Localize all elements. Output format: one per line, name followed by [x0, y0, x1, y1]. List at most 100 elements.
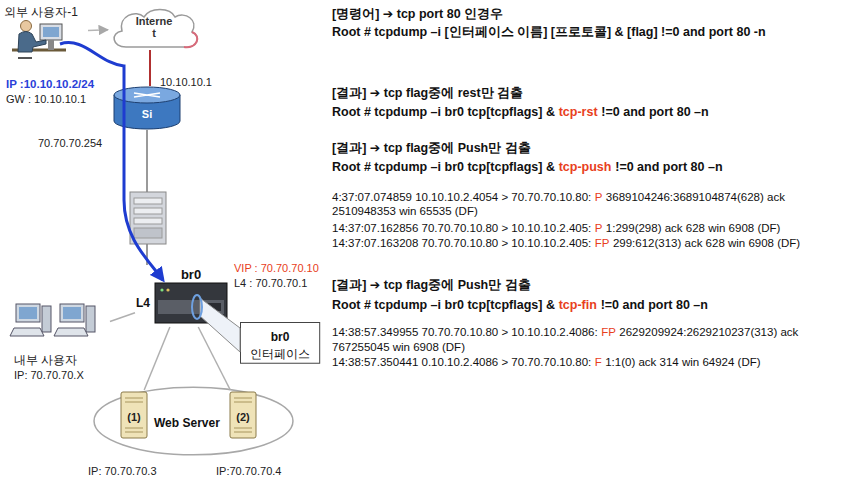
command-text: 1:299(298) ack 628 win 6908 (DF) [606, 222, 781, 234]
server-tower [121, 392, 147, 438]
flag-text: P [595, 191, 603, 203]
label-holder: VIP : 70.70.70.10 [234, 258, 319, 276]
command-text: 1:1(0) ack 314 win 64924 (DF) [605, 356, 760, 368]
web-server: (1) [118, 390, 150, 440]
node-text: Web Server [154, 417, 220, 430]
command-panel: [명령어] ➔ tcp port 80 인경우 Root # tcpdump –i… [332, 4, 844, 370]
network-link [149, 50, 151, 86]
user-figure [12, 21, 66, 59]
text-line: Root # tcpdump –i [인터페이스 이름] [프로토콜] & [f… [332, 24, 844, 40]
text-line: [결과] ➔ tcp flag중에 Push만 검출 [332, 140, 844, 156]
text-line: 4:37:07.074859 10.10.10.2.4054 > 70.70.7… [332, 190, 844, 220]
server-slots [234, 398, 252, 432]
text-holder: (1) [118, 407, 150, 425]
gateway-address: GW : 10.10.10.1 [6, 93, 86, 105]
text-holder: 외부 사용자-1 [4, 2, 88, 20]
network-link [110, 313, 135, 322]
text-holder: (2) [227, 407, 259, 425]
router-arrows [134, 93, 160, 97]
node-text: IP: 70.70.70.X [14, 369, 84, 381]
flag-text: tcp-rst [559, 105, 598, 119]
node-text: (2) [236, 411, 249, 423]
text-holder: Web Server [154, 413, 234, 431]
web-server: (2) [227, 390, 259, 440]
command-text: !=0 and port 80 –n [601, 105, 708, 119]
text-holder: IP: 70.70.70.X [14, 365, 110, 383]
command-text: 14:38:57.349955 70.70.70.10.80 > 10.10.1… [332, 326, 598, 338]
cloud-shade [184, 32, 197, 47]
internal-pcs [10, 304, 95, 336]
server-group: Web Server (1) (2) [92, 385, 295, 457]
label-holder: GW : 10.10.10.1 [6, 89, 86, 107]
callout-leader [200, 298, 240, 352]
command-text: !=0 and port 80 –n [615, 160, 722, 174]
command-text: [결과] ➔ tcp flag중에 Push만 검출 [332, 141, 531, 155]
node-text: 외부 사용자-1 [4, 6, 78, 19]
command-text: [명령어] ➔ tcp port 80 인경우 [332, 7, 503, 21]
cloud-shape [114, 10, 197, 48]
command-text: [결과] ➔ tcp flag중에 Push만 검출 [332, 278, 531, 292]
ip-address: IP: 70.70.70.3 [88, 465, 157, 477]
command-text: 4:37:07.074859 10.10.10.2.4054 > 70.70.7… [332, 191, 591, 203]
text-holder: br0 [240, 327, 320, 345]
text-line: 14:37:07.162856 70.70.70.10.80 > 10.10.1… [332, 221, 844, 236]
node-text: Si [142, 108, 152, 120]
node-text: br0 [271, 331, 290, 344]
text-holder: 인터페이스 [240, 344, 320, 362]
text-line: Root # tcpdump –i br0 tcp[tcpflags] &tcp… [332, 159, 844, 175]
node-text: br0 [181, 268, 201, 282]
interface-mark [192, 295, 202, 319]
flag-text: FP [601, 326, 616, 338]
command-text: Root # tcpdump –i br0 tcp[tcpflags] & [332, 298, 555, 312]
text-holder: Interne t [135, 15, 173, 41]
server-tower [230, 392, 256, 438]
ip-address: IP :10.10.10.2/24 [6, 78, 94, 90]
text-line: 14:38:57.350441 0.10.10.2.4086 > 70.70.7… [332, 355, 844, 370]
callout-border [241, 323, 320, 364]
router: Si [112, 86, 182, 130]
text-holder: br0 [155, 265, 227, 283]
flag-text: tcp-fin [559, 298, 597, 312]
text-line: Root # tcpdump –i br0 tcp[tcpflags] & tcp… [332, 297, 844, 313]
command-text: Root # tcpdump –i [인터페이스 이름] [프로토콜] & [f… [332, 25, 766, 39]
label-holder: IP:70.70.70.4 [216, 461, 281, 479]
label-holder: 70.70.70.254 [38, 133, 102, 151]
internet-cloud: Interne t [108, 6, 200, 50]
ip-address: 70.70.70.254 [38, 137, 102, 149]
flag-text: F [595, 356, 602, 368]
group-ellipse [94, 387, 293, 455]
command-text: 14:37:07.163208 70.70.70.10.80 > 10.10.1… [332, 237, 591, 249]
text-line: 14:37:07.163208 70.70.70.10.80 > 10.10.1… [332, 236, 844, 251]
command-text: !=0 and port 80 –n [601, 298, 708, 312]
network-link [88, 29, 108, 31]
command-text: Root # tcpdump –i br0 tcp[tcpflags] & [332, 160, 555, 174]
text-holder: Si [112, 104, 182, 122]
user-node: 외부 사용자-1 [4, 2, 88, 62]
command-text: 14:37:07.162856 70.70.70.10.80 > 10.10.1… [332, 222, 591, 234]
l4-switch: br0L4 [135, 265, 230, 327]
label-holder: 10.10.10.1 [160, 72, 212, 90]
node-text: Interne t [135, 15, 173, 39]
flag-text: FP [595, 237, 610, 249]
node-text: (1) [127, 411, 140, 423]
text-holder: L4 [136, 293, 154, 311]
node-text: 인터페이스 [250, 348, 310, 361]
command-text: 14:38:57.350441 0.10.10.2.4086 > 70.70.7… [332, 356, 591, 368]
flag-text: P [595, 222, 603, 234]
command-text: Root # tcpdump –i br0 tcp[tcpflags] & [332, 105, 555, 119]
command-text: [결과] ➔ tcp flag중에 rest만 검출 [332, 86, 523, 100]
text-line: [결과] ➔ tcp flag중에 Push만 검출 [332, 277, 844, 293]
label-holder: L4 : 70.70.70.1 [234, 273, 307, 291]
ip-address: 10.10.10.1 [160, 76, 212, 88]
label-holder: IP: 70.70.70.3 [88, 461, 157, 479]
network-link [144, 327, 170, 390]
vip-address: VIP : 70.70.70.10 [234, 262, 319, 274]
text-holder: 내부 사용자 [14, 350, 110, 368]
ip-address: L4 : 70.70.70.1 [234, 277, 307, 289]
server-slots [125, 398, 143, 432]
text-line: [결과] ➔ tcp flag중에 rest만 검출 [332, 85, 844, 101]
callout-box: br0 인터페이스 [240, 322, 320, 364]
command-text: 299:612(313) ack 628 win 6908 (DF) [613, 237, 800, 249]
text-line: 14:38:57.349955 70.70.70.10.80 > 10.10.1… [332, 325, 844, 355]
internal-users: 내부 사용자IP: 70.70.70.X [10, 298, 110, 380]
